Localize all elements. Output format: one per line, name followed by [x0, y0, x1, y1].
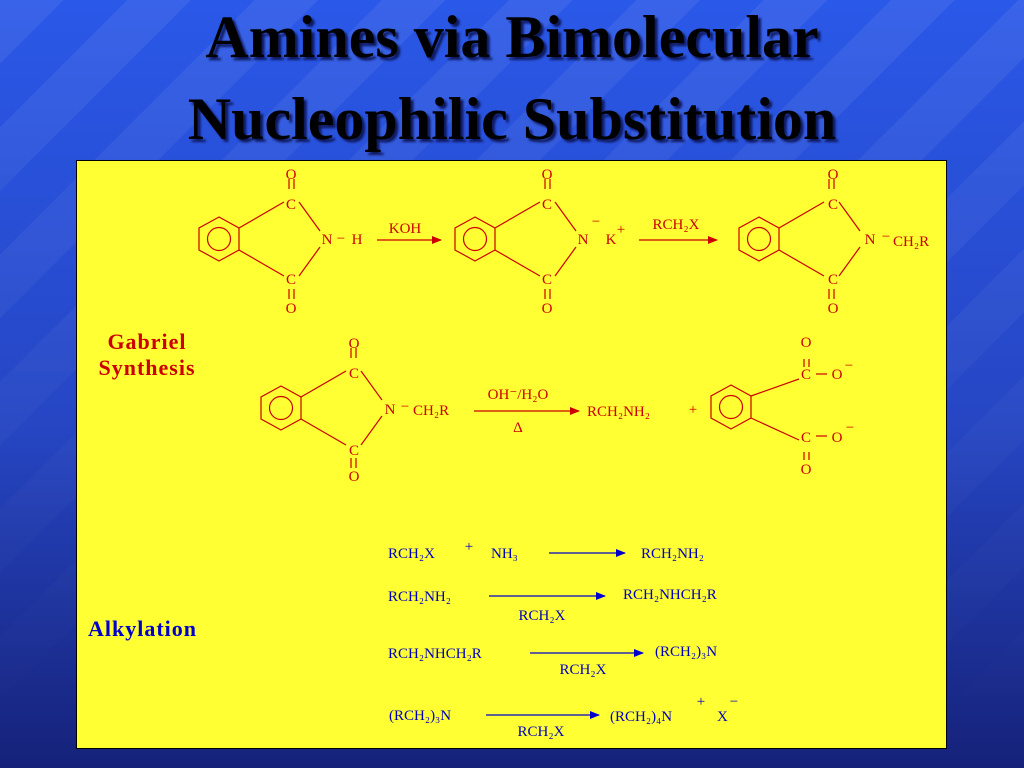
negative-charge: − [846, 420, 854, 436]
atom-c: C [349, 443, 359, 459]
r-group: CH₂R [413, 403, 449, 419]
heat-symbol: Δ [513, 420, 523, 436]
alkylation-row-3: RCH₂NHCH₂R RCH₂X (RCH₂)₃N [388, 644, 717, 678]
atom-c: C [542, 197, 552, 213]
alkylation-row-4: (RCH₂)₃N RCH₂X (RCH₂)₄N + X − [389, 694, 738, 740]
alkylation-reactant: (RCH₂)₃N [389, 708, 451, 724]
reagent-hydrolysis: OH⁻/H₂O [488, 387, 549, 403]
alkylation-product: (RCH₂)₄N [610, 709, 672, 725]
atom-o: O [801, 335, 812, 351]
atom-n: N [385, 402, 396, 418]
n-alkylphthalimide-structure: O C N − CH₂R C O [738, 167, 929, 317]
positive-charge: + [697, 694, 705, 710]
alkylation-product: RCH₂NH₂ [641, 546, 704, 562]
atom-c: C [349, 366, 359, 382]
negative-charge: − [730, 694, 738, 710]
negative-charge: − [592, 214, 600, 230]
alkylation-reactant: RCH₂NH₂ [388, 589, 451, 605]
alkylation-label: Alkylation [88, 616, 198, 641]
phthalimide-salt-structure: O C N − K + C O [454, 167, 625, 317]
plus-sign: + [689, 402, 697, 418]
alkylation-reagent: RCH₂X [518, 724, 565, 740]
plus-sign: + [465, 539, 473, 555]
phthalimide-structure: O C N − H C O [198, 167, 363, 317]
slide-title-line2: Nucleophilic Substitution [187, 86, 837, 152]
alkylation-row-2: RCH₂NH₂ RCH₂X RCH₂NHCH₂R [388, 587, 717, 624]
gabriel-label-line2: Synthesis [98, 355, 196, 380]
atom-c: C [801, 367, 811, 383]
atom-o: O [801, 462, 812, 478]
alkylation-product: (RCH₂)₃N [655, 644, 717, 660]
alkylation-row-1: RCH₂X + NH₃ RCH₂NH₂ [388, 539, 704, 562]
atom-c: C [828, 197, 838, 213]
reagent-alkyl-halide: RCH₂X [653, 217, 700, 233]
counterion-x: X [717, 709, 728, 725]
positive-charge: + [617, 222, 625, 238]
atom-n: N [578, 232, 589, 248]
atom-o: O [286, 167, 297, 183]
alkylation-reagent: RCH₂X [560, 662, 607, 678]
atom-o: O [542, 301, 553, 317]
atom-o: O [828, 167, 839, 183]
atom-o: O [286, 301, 297, 317]
atom-c: C [801, 430, 811, 446]
reaction-panel: O C N − H C O KOH O C N − K + C O RCH₂X … [76, 160, 947, 749]
bond-dash: − [882, 229, 890, 245]
phthalate-dianion-structure: O C O − C O − O [710, 335, 854, 478]
gabriel-synthesis-label: Gabriel Synthesis [87, 329, 207, 381]
atom-o: O [542, 167, 553, 183]
alkylation-reagent: RCH₂X [519, 608, 566, 624]
slide-title-line1: Amines via Bimolecular [205, 4, 819, 70]
n-alkylphthalimide-structure-2: O C N − CH₂R C O [260, 336, 449, 485]
bond-dash: − [337, 231, 345, 247]
reaction-scheme: O C N − H C O KOH O C N − K + C O RCH₂X … [198, 167, 929, 740]
alkylation-product: RCH₂NHCH₂R [623, 587, 717, 603]
atom-c: C [286, 272, 296, 288]
atom-c: C [828, 272, 838, 288]
atom-c: C [542, 272, 552, 288]
negative-charge: − [845, 358, 853, 374]
atom-o: O [832, 367, 843, 383]
bond-dash: − [401, 399, 409, 415]
atom-o: O [349, 469, 360, 485]
atom-k: K [606, 232, 617, 248]
atom-n: N [322, 232, 333, 248]
atom-o: O [828, 301, 839, 317]
atom-c: C [286, 197, 296, 213]
atom-h: H [352, 232, 363, 248]
alkylation-reactant: RCH₂NHCH₂R [388, 646, 482, 662]
atom-o: O [832, 430, 843, 446]
atom-o: O [349, 336, 360, 352]
atom-n: N [865, 232, 876, 248]
reagent-koh: KOH [389, 221, 422, 237]
alkylation-reactant: RCH₂X [388, 546, 435, 562]
alkylation-ammonia: NH₃ [491, 546, 518, 562]
gabriel-label-line1: Gabriel [107, 329, 187, 354]
r-group: CH₂R [893, 234, 929, 250]
product-primary-amine: RCH₂NH₂ [587, 404, 650, 420]
